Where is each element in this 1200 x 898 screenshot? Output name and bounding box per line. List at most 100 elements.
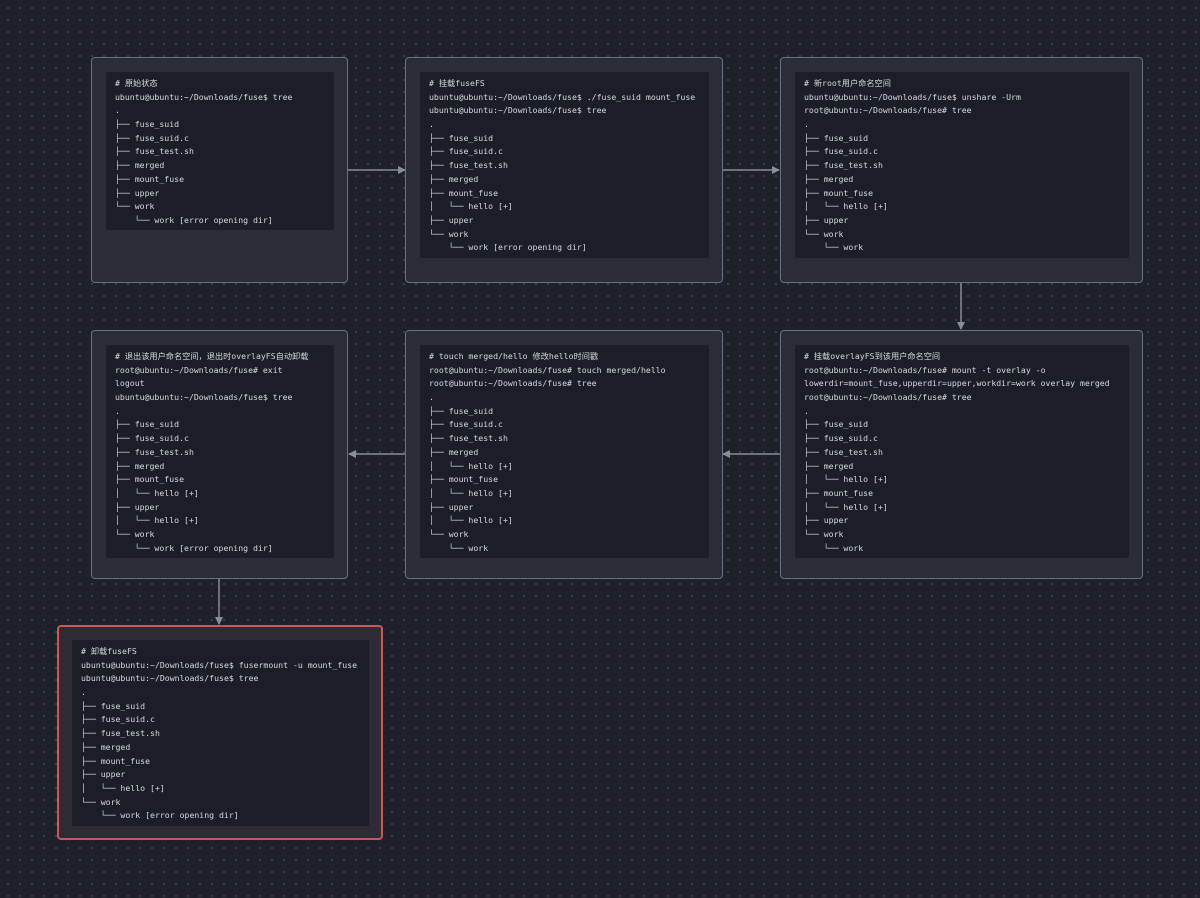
tree-line: ├── mount_fuse bbox=[804, 187, 874, 198]
tree-line: ├── fuse_suid bbox=[429, 132, 494, 143]
tree-line: └── work bbox=[429, 228, 469, 239]
command-line: ubuntu@ubuntu:~/Downloads/fuse$ unshare … bbox=[804, 91, 1021, 102]
tree-line: ├── fuse_suid bbox=[804, 419, 869, 430]
command-line: ubuntu@ubuntu:~/Downloads/fuse$ fusermou… bbox=[81, 659, 358, 670]
tree-line: ├── fuse_suid bbox=[115, 119, 180, 130]
command-line: ubuntu@ubuntu:~/Downloads/fuse$ tree bbox=[115, 392, 293, 403]
command-line: ubuntu@ubuntu:~/Downloads/fuse$ tree bbox=[429, 105, 607, 116]
tree-line: ├── mount_fuse bbox=[115, 474, 185, 485]
tree-line: ├── fuse_suid.c bbox=[429, 146, 503, 157]
terminal-block: # 原始状态 ubuntu@ubuntu:~/Downloads/fuse$ t… bbox=[106, 72, 334, 230]
tree-line: ├── merged bbox=[429, 173, 479, 184]
comment-line: # 新root用户命名空间 bbox=[804, 78, 891, 88]
command-line: ubuntu@ubuntu:~/Downloads/fuse$ ./fuse_s… bbox=[429, 91, 696, 102]
tree-line: ├── upper bbox=[81, 769, 126, 780]
tree-line: ├── fuse_test.sh bbox=[81, 728, 160, 739]
command-line: root@ubuntu:~/Downloads/fuse# tree bbox=[429, 378, 597, 389]
tree-line: . bbox=[804, 405, 809, 416]
tree-line: ├── fuse_test.sh bbox=[804, 160, 883, 171]
tree-line: ├── upper bbox=[115, 187, 160, 198]
step-card-initial-state[interactable]: # 原始状态 ubuntu@ubuntu:~/Downloads/fuse$ t… bbox=[91, 57, 348, 283]
tree-line: ├── fuse_test.sh bbox=[115, 446, 194, 457]
tree-line: ├── fuse_test.sh bbox=[429, 160, 508, 171]
terminal-block: # 挂载fuseFS ubuntu@ubuntu:~/Downloads/fus… bbox=[420, 72, 709, 258]
tree-line: ├── fuse_suid.c bbox=[804, 146, 878, 157]
tree-line: │ └── hello [+] bbox=[115, 515, 199, 526]
tree-line: ├── upper bbox=[804, 515, 849, 526]
tree-line: │ └── hello [+] bbox=[804, 474, 888, 485]
comment-line: # 挂载overlayFS到该用户命名空间 bbox=[804, 351, 941, 361]
tree-line: │ └── hello [+] bbox=[429, 201, 513, 212]
tree-line: └── work bbox=[81, 796, 121, 807]
tree-line: ├── fuse_suid bbox=[81, 700, 146, 711]
tree-line: └── work bbox=[115, 528, 155, 539]
command-line: root@ubuntu:~/Downloads/fuse# tree bbox=[804, 105, 972, 116]
tree-line: ├── fuse_suid.c bbox=[804, 433, 878, 444]
tree-line: └── work bbox=[804, 228, 844, 239]
step-card-mount-fusefs[interactable]: # 挂载fuseFS ubuntu@ubuntu:~/Downloads/fus… bbox=[405, 57, 723, 283]
tree-line: │ └── hello [+] bbox=[429, 460, 513, 471]
tree-line: ├── merged bbox=[81, 741, 131, 752]
command-output-line: logout bbox=[115, 378, 145, 389]
command-line: lowerdir=mount_fuse,upperdir=upper,workd… bbox=[804, 378, 1110, 389]
step-card-new-root-namespace[interactable]: # 新root用户命名空间 ubuntu@ubuntu:~/Downloads/… bbox=[780, 57, 1143, 283]
tree-line: ├── upper bbox=[429, 214, 474, 225]
step-card-exit-namespace[interactable]: # 退出该用户命名空间，退出时overlayFS自动卸载 root@ubuntu… bbox=[91, 330, 348, 579]
tree-line: └── work [error opening dir] bbox=[115, 214, 273, 225]
tree-line: └── work bbox=[804, 542, 864, 553]
tree-line: . bbox=[115, 405, 120, 416]
step-card-mount-overlayfs[interactable]: # 挂载overlayFS到该用户命名空间 root@ubuntu:~/Down… bbox=[780, 330, 1143, 579]
tree-line: └── work [error opening dir] bbox=[429, 242, 587, 253]
tree-line: ├── merged bbox=[429, 446, 479, 457]
tree-line: │ └── hello [+] bbox=[429, 487, 513, 498]
tree-line: ├── fuse_test.sh bbox=[429, 433, 508, 444]
tree-line: ├── mount_fuse bbox=[429, 187, 499, 198]
command-line: ubuntu@ubuntu:~/Downloads/fuse$ tree bbox=[81, 673, 259, 684]
command-line: ubuntu@ubuntu:~/Downloads/fuse$ tree bbox=[115, 91, 293, 102]
tree-line: . bbox=[804, 119, 809, 130]
tree-line: │ └── hello [+] bbox=[81, 782, 165, 793]
tree-line: ├── fuse_suid bbox=[429, 405, 494, 416]
terminal-block: # touch merged/hello 修改hello时间戳 root@ubu… bbox=[420, 345, 709, 558]
tree-line: └── work bbox=[429, 542, 489, 553]
tree-line: . bbox=[429, 119, 434, 130]
tree-line: ├── mount_fuse bbox=[804, 487, 874, 498]
tree-line: ├── upper bbox=[115, 501, 160, 512]
tree-line: └── work [error opening dir] bbox=[81, 810, 239, 821]
command-line: root@ubuntu:~/Downloads/fuse# mount -t o… bbox=[804, 364, 1046, 375]
tree-line: ├── mount_fuse bbox=[429, 474, 499, 485]
tree-line: └── work [error opening dir] bbox=[115, 542, 273, 553]
comment-line: # 退出该用户命名空间，退出时overlayFS自动卸载 bbox=[115, 351, 309, 361]
tree-line: │ └── hello [+] bbox=[804, 201, 888, 212]
tree-line: ├── mount_fuse bbox=[115, 173, 185, 184]
command-line: root@ubuntu:~/Downloads/fuse# touch merg… bbox=[429, 364, 666, 375]
tree-line: │ └── hello [+] bbox=[115, 487, 199, 498]
tree-line: ├── merged bbox=[115, 160, 165, 171]
terminal-block: # 新root用户命名空间 ubuntu@ubuntu:~/Downloads/… bbox=[795, 72, 1129, 258]
terminal-block: # 挂载overlayFS到该用户命名空间 root@ubuntu:~/Down… bbox=[795, 345, 1129, 558]
tree-line: └── work bbox=[804, 242, 864, 253]
terminal-block: # 退出该用户命名空间，退出时overlayFS自动卸载 root@ubuntu… bbox=[106, 345, 334, 558]
tree-line: └── work bbox=[115, 201, 155, 212]
tree-line: ├── merged bbox=[115, 460, 165, 471]
command-line: root@ubuntu:~/Downloads/fuse# exit bbox=[115, 364, 283, 375]
tree-line: ├── fuse_suid bbox=[115, 419, 180, 430]
comment-line: # 挂载fuseFS bbox=[429, 78, 485, 88]
tree-line: ├── upper bbox=[804, 214, 849, 225]
tree-line: │ └── hello [+] bbox=[429, 515, 513, 526]
step-card-unmount-fusefs[interactable]: # 卸载fuseFS ubuntu@ubuntu:~/Downloads/fus… bbox=[57, 625, 383, 840]
tree-line: . bbox=[81, 687, 86, 698]
comment-line: # 卸载fuseFS bbox=[81, 646, 137, 656]
tree-line: ├── fuse_test.sh bbox=[804, 446, 883, 457]
command-line: root@ubuntu:~/Downloads/fuse# tree bbox=[804, 392, 972, 403]
tree-line: ├── merged bbox=[804, 460, 854, 471]
tree-line: ├── fuse_suid.c bbox=[115, 132, 189, 143]
tree-line: . bbox=[115, 105, 120, 116]
step-card-touch-hello[interactable]: # touch merged/hello 修改hello时间戳 root@ubu… bbox=[405, 330, 723, 579]
tree-line: ├── mount_fuse bbox=[81, 755, 151, 766]
tree-line: └── work bbox=[804, 528, 844, 539]
tree-line: ├── upper bbox=[429, 501, 474, 512]
tree-line: └── work bbox=[429, 528, 469, 539]
tree-line: ├── fuse_test.sh bbox=[115, 146, 194, 157]
